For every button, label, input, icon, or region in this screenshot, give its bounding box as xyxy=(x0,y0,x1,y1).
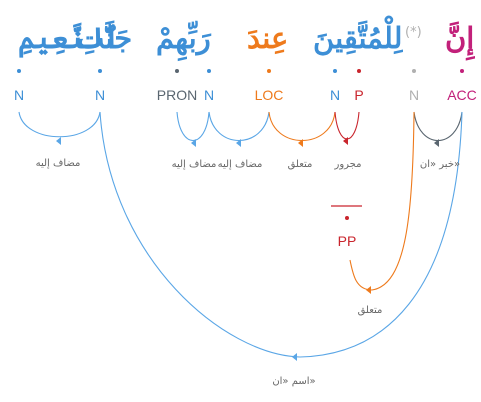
arrowheads xyxy=(56,137,439,361)
dot-inna xyxy=(460,69,464,73)
label-mudaf-ilayh-1: مضاف إليه xyxy=(36,158,81,169)
tag-jannat: N xyxy=(95,87,105,103)
arc-jannat-inna xyxy=(99,111,463,358)
tag-hidden: N xyxy=(409,87,419,103)
word-hidden: (*) xyxy=(405,25,422,40)
arc-inda-muttaqin xyxy=(268,111,336,142)
dot-naim xyxy=(17,69,21,73)
label-majrur: مجرور xyxy=(334,159,362,170)
word-jannat: جَنَّٰتِ xyxy=(77,19,132,55)
dot-rabbihim-pron xyxy=(175,69,179,73)
word-muttaqin: لِلْمُتَّقِينَ xyxy=(313,16,403,56)
tag-pp: PP xyxy=(338,233,357,249)
arc-muttaqin-p xyxy=(334,111,360,140)
tag-muttaqin-n: N xyxy=(330,87,340,103)
label-mudaf-ilayh-2: مضاف إليه xyxy=(172,159,217,170)
arrowhead xyxy=(434,139,439,147)
tag-rabbihim-pron: PRON xyxy=(157,87,197,103)
word-rabbihim: رَبِّهِمْ xyxy=(156,21,211,62)
arc-hidden-inna xyxy=(413,111,463,141)
relation-labels: مضاف إليه مضاف إليه مضاف إليه متعلق مجرو… xyxy=(36,158,461,387)
label-mutaallaq-1: متعلق xyxy=(288,159,313,170)
word-inda: عِندَ xyxy=(247,21,288,55)
arrowhead xyxy=(298,139,303,147)
label-khabar-inna: خبر «ان» xyxy=(420,159,460,170)
arc-rabb-inda xyxy=(208,111,270,142)
arcs xyxy=(18,111,463,358)
node-dots xyxy=(17,69,464,73)
arrowhead xyxy=(343,137,348,145)
dot-hidden xyxy=(412,69,416,73)
arrowhead xyxy=(292,353,297,361)
pos-tags: N N PRON N LOC N P N ACC xyxy=(14,87,477,103)
word-inna: إِنَّ xyxy=(445,20,475,61)
dot-muttaqin-p xyxy=(357,69,361,73)
label-ism-inna: اسم «ان» xyxy=(272,376,315,387)
tag-rabbihim-n: N xyxy=(204,87,214,103)
dot-pp xyxy=(345,216,349,220)
arc-pp-hidden xyxy=(349,111,415,291)
label-mutaallaq-2: متعلق xyxy=(358,305,383,316)
arc-pron-rabb xyxy=(176,111,210,141)
dot-inda xyxy=(267,69,271,73)
word-naim: ٱلنَّعِيمِ xyxy=(18,21,120,58)
tag-naim: N xyxy=(14,87,24,103)
arc-naim-jannat xyxy=(18,111,101,138)
label-mudaf-ilayh-3: مضاف إليه xyxy=(218,159,263,170)
tag-inda: LOC xyxy=(255,87,284,103)
arrowhead xyxy=(236,139,241,147)
dot-muttaqin-n xyxy=(333,69,337,73)
arrowhead xyxy=(191,139,196,147)
arrowhead xyxy=(366,286,371,294)
tag-muttaqin-p: P xyxy=(354,87,363,103)
tag-inna: ACC xyxy=(447,87,477,103)
word-row: ٱلنَّعِيمِ جَنَّٰتِ رَبِّهِمْ عِندَ لِلْ… xyxy=(18,16,475,62)
dot-rabbihim-n xyxy=(207,69,211,73)
pp-node: PP xyxy=(331,205,362,249)
dot-jannat xyxy=(98,69,102,73)
arrowhead xyxy=(56,137,61,145)
